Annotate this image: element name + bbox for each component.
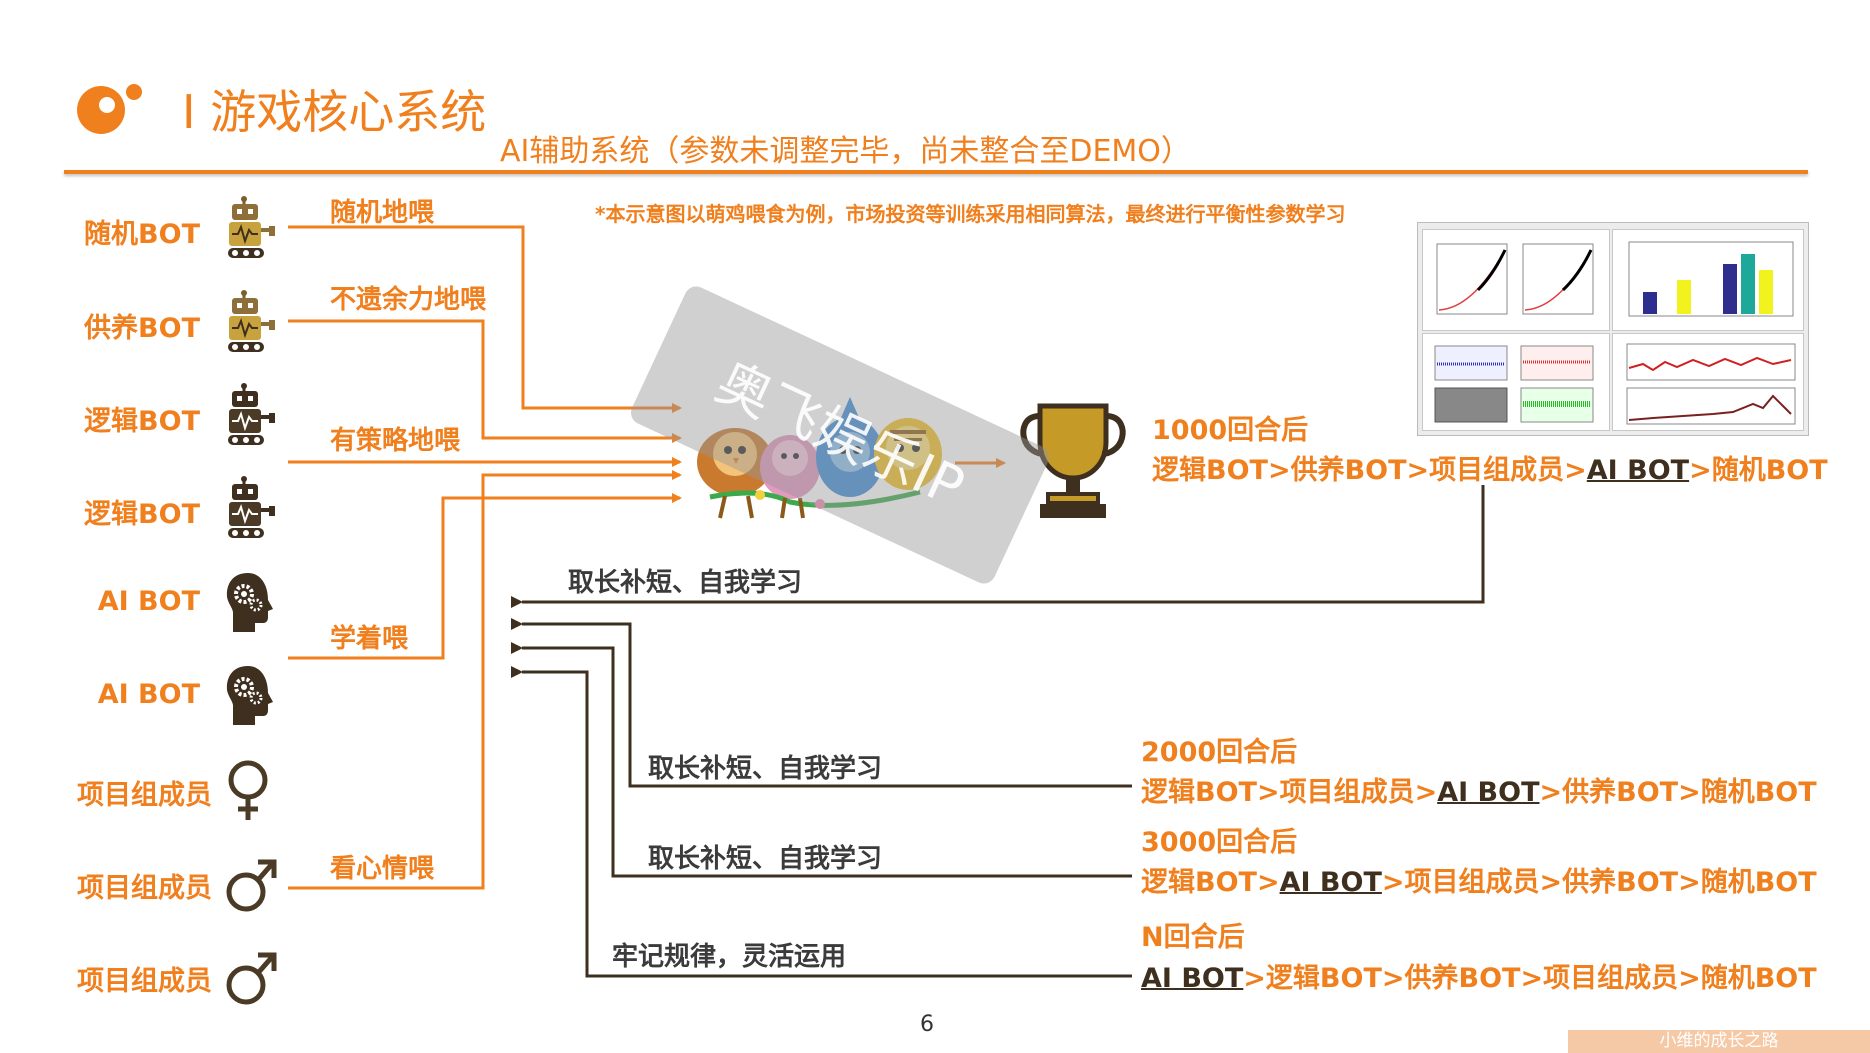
male-icon <box>224 945 280 1011</box>
bot-label-member-2: 项目组成员 <box>77 873 212 904</box>
bot-label-logic-1: 逻辑BOT <box>84 406 200 437</box>
result-1000-title: 1000回合后 <box>1152 415 1309 446</box>
result-2000-ranking: 逻辑BOT>项目组成员>AI BOT>供养BOT>随机BOT <box>1141 777 1817 808</box>
female-icon <box>224 758 280 824</box>
learn-label-4: 牢记规律，灵活运用 <box>612 942 847 972</box>
bot-label-ai-2: AI BOT <box>97 679 200 710</box>
feed-label-random: 随机地喂 <box>330 198 435 228</box>
result-3000-ranking: 逻辑BOT>AI BOT>项目组成员>供养BOT>随机BOT <box>1141 867 1817 898</box>
page-number: 6 <box>920 1012 934 1037</box>
trophy-icon <box>1018 400 1128 528</box>
header-divider <box>64 170 1808 174</box>
result-n-title: N回合后 <box>1141 922 1245 953</box>
result-1000-ranking: 逻辑BOT>供养BOT>项目组成员>AI BOT>随机BOT <box>1152 455 1828 486</box>
robot-icon <box>224 383 280 449</box>
bot-label-logic-2: 逻辑BOT <box>84 499 200 530</box>
chick-characters-image <box>690 392 950 526</box>
head-gears-icon <box>222 570 278 636</box>
feed-label-all-out: 不遗余力地喂 <box>330 285 487 315</box>
bot-label-supply: 供养BOT <box>84 313 200 344</box>
robot-icon <box>224 290 280 356</box>
bot-label-ai-1: AI BOT <box>97 586 200 617</box>
robot-icon <box>224 476 280 542</box>
feed-label-strategic: 有策略地喂 <box>330 426 461 456</box>
learn-label-3: 取长补短、自我学习 <box>648 844 883 874</box>
training-results-chart-image <box>1417 222 1809 436</box>
feed-label-mood: 看心情喂 <box>330 854 435 884</box>
learn-label-1: 取长补短、自我学习 <box>568 568 803 598</box>
footer-caption: 小维的成长之路 <box>1568 1030 1870 1053</box>
bot-label-member-1: 项目组成员 <box>77 780 212 811</box>
male-icon <box>224 852 280 918</box>
page-subtitle: AI辅助系统（参数未调整完毕，尚未整合至DEMO） <box>500 134 1191 169</box>
result-n-ranking: AI BOT>逻辑BOT>供养BOT>项目组成员>随机BOT <box>1141 963 1817 994</box>
result-3000-title: 3000回合后 <box>1141 827 1298 858</box>
diagram-note: *本示意图以萌鸡喂食为例，市场投资等训练采用相同算法，最终进行平衡性参数学习 <box>595 202 1346 226</box>
page-title: I 游戏核心系统 <box>182 85 487 139</box>
bot-label-member-3: 项目组成员 <box>77 966 212 997</box>
feed-label-learning: 学着喂 <box>330 624 409 654</box>
bot-label-random: 随机BOT <box>84 219 200 250</box>
logo-icon <box>74 78 154 140</box>
learn-label-2: 取长补短、自我学习 <box>648 754 883 784</box>
result-2000-title: 2000回合后 <box>1141 737 1298 768</box>
robot-icon <box>224 196 280 262</box>
head-gears-icon <box>222 663 278 729</box>
